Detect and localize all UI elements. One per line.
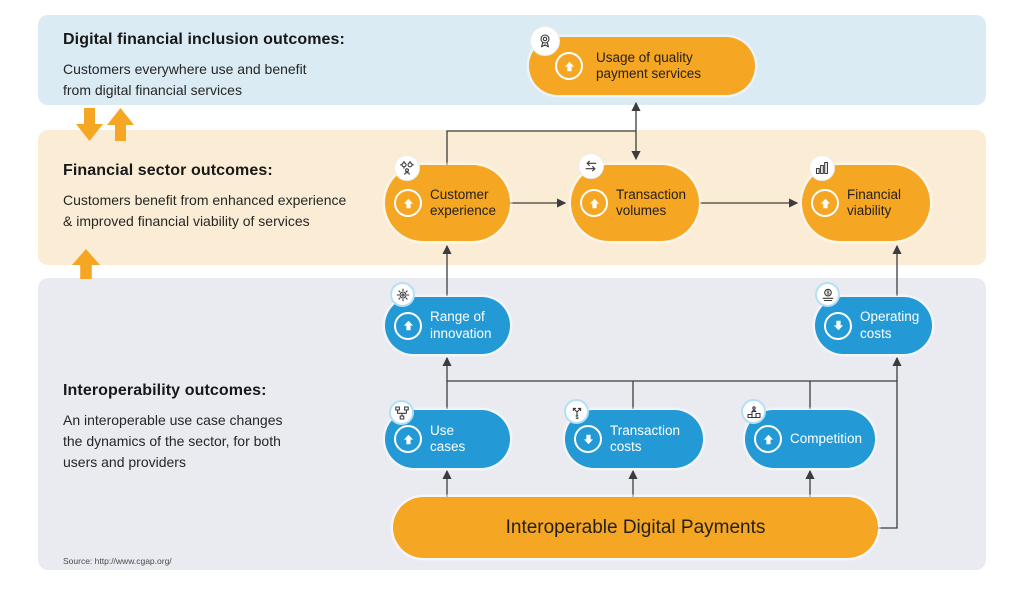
node-label: Customer experience bbox=[430, 186, 497, 218]
foundation-label: Interoperable Digital Payments bbox=[505, 516, 766, 538]
node-label: Financial viability bbox=[847, 186, 902, 218]
band-title: Financial sector outcomes: bbox=[63, 162, 273, 179]
node-label: Range of innovation bbox=[430, 309, 492, 341]
band-title: Interoperability outcomes: bbox=[63, 382, 267, 399]
trend-up-icon bbox=[394, 189, 422, 217]
trend-up-icon bbox=[394, 425, 422, 453]
gear-tools-icon bbox=[390, 282, 415, 307]
node-use-cases: Use cases bbox=[385, 410, 510, 468]
trend-up-icon bbox=[580, 189, 608, 217]
inclusion-band-body: Customers everywhere use and benefit fro… bbox=[63, 61, 307, 98]
trend-up-icon bbox=[555, 52, 583, 80]
interop-band-heading: Interoperability outcomes: bbox=[63, 382, 267, 400]
down-arrow-icon bbox=[76, 108, 103, 141]
svg-text:$: $ bbox=[575, 415, 578, 420]
node-label: Competition bbox=[790, 430, 863, 446]
bar-chart-icon bbox=[809, 155, 835, 181]
svg-text:$: $ bbox=[826, 290, 829, 296]
split-dollar-icon: $ bbox=[564, 399, 589, 424]
financial-band-heading: Financial sector outcomes: bbox=[63, 162, 273, 180]
node-interoperable-digital-payments: Interoperable Digital Payments bbox=[393, 497, 878, 558]
financial-band-body: Customers benefit from enhanced experien… bbox=[63, 192, 347, 229]
band-title: Digital financial inclusion outcomes: bbox=[63, 31, 345, 48]
interop-band-body: An interoperable use case changes the dy… bbox=[63, 412, 283, 470]
medal-icon bbox=[530, 26, 560, 56]
trend-down-icon bbox=[824, 311, 852, 340]
swap-arrows-icon bbox=[578, 153, 604, 179]
node-label: Operating costs bbox=[860, 309, 920, 341]
podium-icon bbox=[741, 399, 766, 424]
up-arrow-icon bbox=[72, 249, 100, 279]
node-label: Usage of quality payment services bbox=[596, 49, 702, 81]
node-label: Transaction volumes bbox=[616, 186, 687, 218]
money-icon: $ bbox=[815, 282, 840, 307]
trend-up-icon bbox=[811, 189, 839, 217]
up-arrow-icon bbox=[107, 108, 134, 141]
node-label: Transaction costs bbox=[610, 422, 681, 454]
node-operating-costs: Operating costs bbox=[815, 297, 932, 354]
inclusion-band-heading: Digital financial inclusion outcomes: bbox=[63, 31, 345, 49]
people-gears-icon bbox=[394, 155, 420, 181]
source-citation: Source: http://www.cgap.org/ bbox=[63, 556, 172, 566]
trend-up-icon bbox=[754, 425, 782, 453]
node-competition: Competition bbox=[745, 410, 875, 468]
flow-network-icon bbox=[389, 400, 414, 425]
node-label: Use cases bbox=[430, 422, 466, 454]
node-transaction-costs: Transaction costs bbox=[565, 410, 703, 468]
band-digital-financial-inclusion bbox=[38, 15, 986, 105]
trend-down-icon bbox=[574, 425, 602, 453]
trend-up-icon bbox=[394, 311, 422, 340]
node-usage-of-quality-payment-services: Usage of quality payment services bbox=[529, 37, 755, 95]
